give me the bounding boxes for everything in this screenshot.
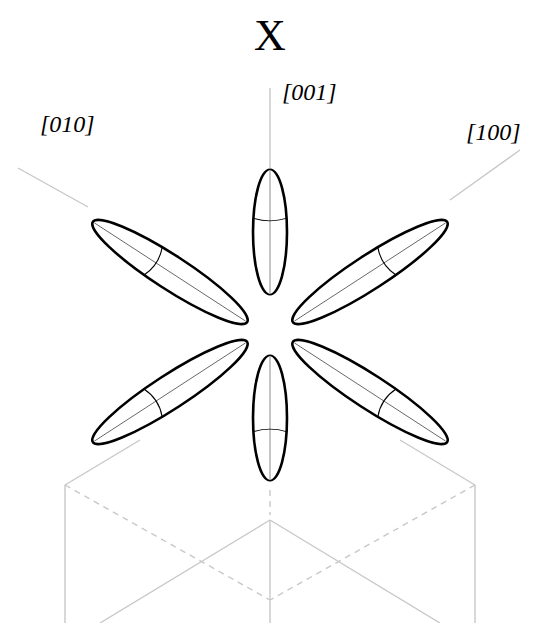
axis-label: [100] [466, 120, 521, 144]
axis-label: [001] [282, 80, 337, 104]
ellipsoid-lobes [84, 169, 457, 480]
axis-label: [010] [40, 112, 95, 136]
diagram-title: X [254, 14, 286, 58]
